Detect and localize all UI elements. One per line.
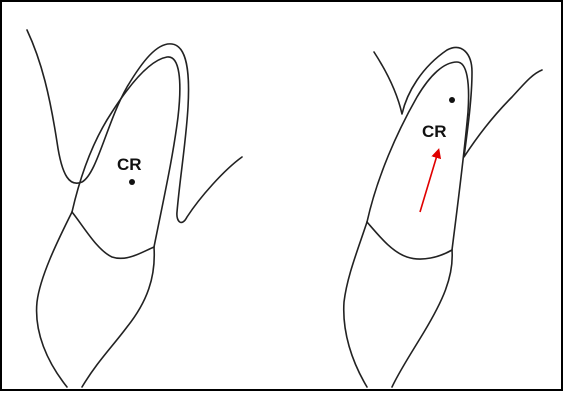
left-crown-right <box>82 247 154 387</box>
right-tooth-panel: CR <box>344 47 542 387</box>
left-crown-outline <box>37 212 72 387</box>
right-crown-right <box>392 250 452 387</box>
left-gingiva-outline <box>27 30 242 222</box>
left-tooth-panel: CR <box>27 30 242 387</box>
right-cej-line <box>367 222 452 259</box>
left-cr-label: CR <box>117 155 142 174</box>
left-cr-dot <box>129 179 135 185</box>
right-gingiva-outline <box>374 47 542 157</box>
right-root-outline <box>367 62 469 250</box>
right-cr-label: CR <box>422 122 447 141</box>
right-cr-dot <box>449 97 455 103</box>
left-root-outline <box>72 57 180 247</box>
right-force-arrow <box>420 152 438 212</box>
left-cej-line <box>72 212 154 258</box>
right-crown-left <box>344 222 367 387</box>
